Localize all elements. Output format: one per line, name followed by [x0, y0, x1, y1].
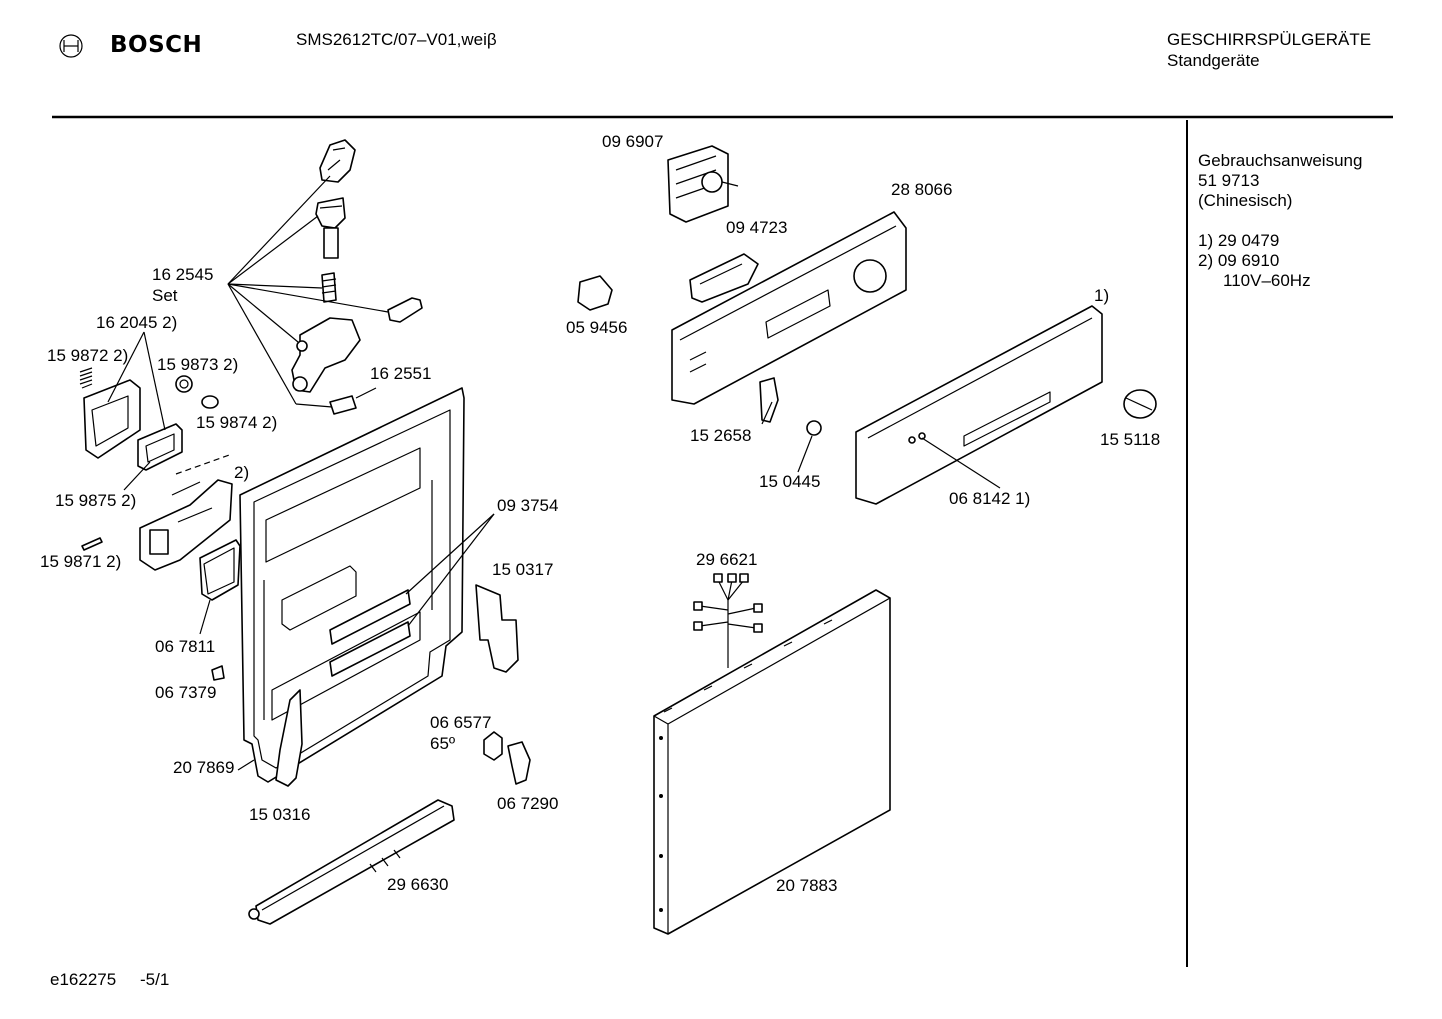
- part-label: 15 9871 2): [40, 552, 122, 571]
- drawing-code: e162275: [50, 970, 117, 989]
- page-number: -5/1: [140, 970, 170, 989]
- part-label: 28 8066: [891, 180, 953, 199]
- part-label: 15 0445: [759, 472, 821, 491]
- inner-door-panel: [239, 387, 465, 783]
- part-label: Set: [152, 286, 178, 305]
- part-label: 65º: [430, 734, 456, 753]
- part-label: 15 9875 2): [55, 491, 137, 510]
- footnote-2-voltage: 110V–60Hz: [1223, 271, 1311, 290]
- wiring-harness-part: [693, 573, 763, 668]
- part-label: 06 8142 1): [949, 489, 1031, 508]
- part-label: 29 6630: [387, 875, 449, 894]
- part-label: 1): [1094, 286, 1110, 305]
- selector-knob-part: [1123, 389, 1157, 419]
- part-label: 06 6577: [430, 713, 492, 732]
- control-fascia: [855, 305, 1103, 505]
- door-lock-set-part: [291, 139, 423, 415]
- part-label: 09 6907: [602, 132, 664, 151]
- part-label: 15 9874 2): [196, 413, 278, 432]
- part-label: 16 2551: [370, 364, 432, 383]
- bosch-logo-icon: [59, 34, 83, 58]
- part-label: 20 7883: [776, 876, 838, 895]
- part-label: 15 5118: [1100, 430, 1161, 449]
- leader-lines-162545: [227, 175, 389, 408]
- manual-number: 51 9713: [1198, 171, 1260, 190]
- part-label: 20 7869: [173, 758, 235, 777]
- footnote-2: 2) 09 6910: [1198, 251, 1280, 270]
- part-label: 09 3754: [497, 496, 559, 515]
- control-panel-frame: [671, 211, 907, 405]
- part-label: 06 7811: [155, 637, 216, 656]
- part-label: 15 0316: [249, 805, 311, 824]
- appliance-category: GESCHIRRSPÜLGERÄTE: [1167, 30, 1372, 49]
- outer-door-panel: [653, 589, 891, 935]
- leader-lines-panel: [761, 401, 1001, 489]
- part-label: 06 7379: [155, 683, 217, 702]
- manual-label: Gebrauchsanweisung: [1198, 151, 1363, 170]
- model-number: SMS2612TC/07–V01,weiβ: [296, 30, 497, 49]
- part-label: 15 0317: [492, 560, 554, 579]
- part-label: 05 9456: [566, 318, 628, 337]
- program-timer-part: [667, 145, 739, 223]
- part-label: 2): [234, 463, 250, 482]
- leader-lines-door: [237, 513, 495, 771]
- part-label: 09 4723: [726, 218, 788, 237]
- brand-name: BOSCH: [110, 32, 203, 58]
- appliance-subcategory: Standgeräte: [1167, 51, 1260, 70]
- footnote-1: 1) 29 0479: [1198, 231, 1280, 250]
- door-bottom-rail: [248, 799, 455, 925]
- control-panel-parts: [577, 253, 822, 436]
- part-label: 15 9873 2): [157, 355, 239, 374]
- part-label: 16 2545: [152, 265, 214, 284]
- manual-language: (Chinesisch): [1198, 191, 1293, 210]
- door-hinge-brackets: [275, 584, 531, 787]
- part-label: 15 2658: [690, 426, 752, 445]
- part-label: 06 7290: [497, 794, 559, 813]
- detergent-dispenser-parts: [79, 367, 241, 681]
- part-label: 16 2045 2): [96, 313, 178, 332]
- part-label: 29 6621: [696, 550, 758, 569]
- leader-lines-left: [107, 331, 233, 635]
- part-label: 15 9872 2): [47, 346, 129, 365]
